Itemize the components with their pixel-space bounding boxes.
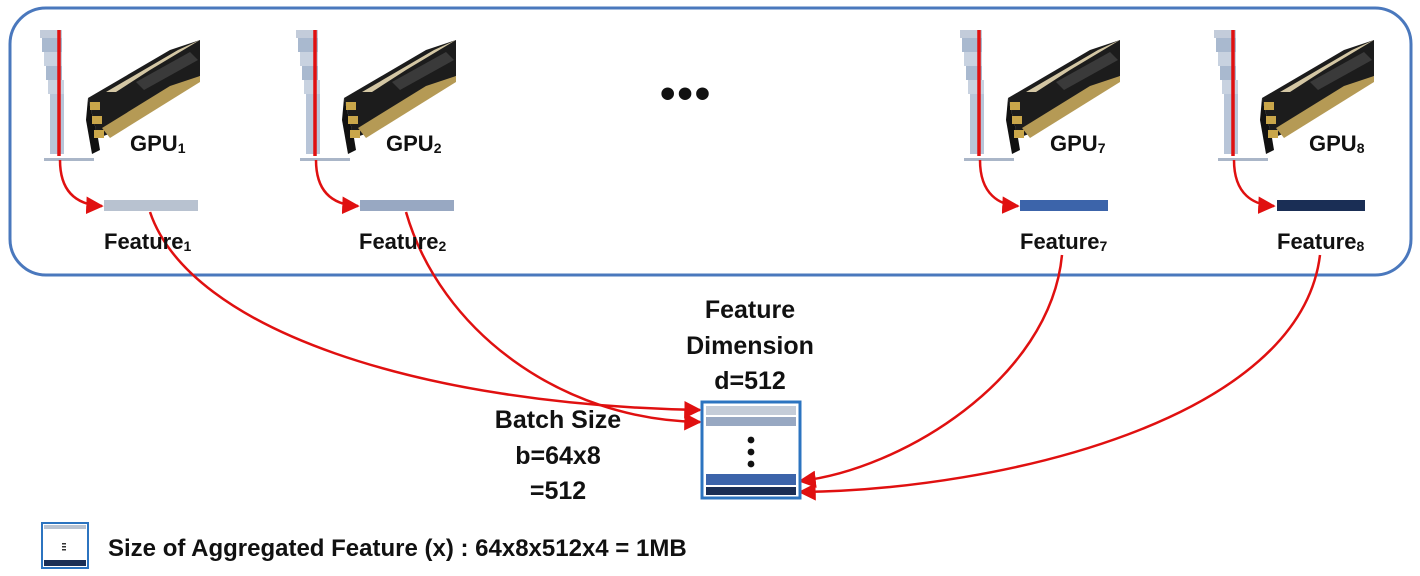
gpu-label-main: GPU	[1050, 131, 1098, 156]
feature-label-sub: 7	[1099, 238, 1108, 254]
gpu-label-7: GPU7	[1050, 131, 1106, 156]
feature-label-main: Feature	[104, 229, 184, 254]
feature-bar-7	[1020, 200, 1108, 211]
feature-label-main: Feature	[1277, 229, 1357, 254]
gpu-label-8: GPU8	[1309, 131, 1365, 156]
feature-bar-8	[1277, 200, 1365, 211]
gpu-label-sub: 2	[433, 140, 442, 156]
feature2-to-matrix-arrow	[404, 211, 702, 431]
feature-dimension-line3: d=512	[714, 367, 786, 395]
feature-dimension-line2: Dimension	[686, 331, 814, 360]
feature-label-sub: 8	[1356, 238, 1365, 254]
gpu-label-sub: 8	[1356, 140, 1365, 156]
gpu-label-2: GPU2	[386, 131, 442, 156]
legend-matrix-icon	[41, 522, 89, 569]
legend-text: Size of Aggregated Feature (x) : 64x8x51…	[108, 535, 687, 562]
gpu-label-main: GPU	[130, 131, 178, 156]
gpu-label-main: GPU	[1309, 131, 1357, 156]
gpu-label-sub: 7	[1097, 140, 1106, 156]
feature7-to-matrix-arrow	[798, 254, 1064, 488]
gpu-label-main: GPU	[386, 131, 434, 156]
feature-label-main: Feature	[359, 229, 439, 254]
feature-label-2: Feature2	[359, 229, 447, 254]
feature-label-7: Feature7	[1020, 229, 1108, 254]
feature-dimension-line1: Feature	[704, 296, 796, 324]
feature1-to-matrix-arrow	[148, 211, 702, 419]
gpu-to-feature-arrow	[1232, 159, 1276, 214]
feature-bar-1	[104, 200, 198, 211]
batch-size-line1: Batch Size	[494, 406, 622, 434]
feature-bar-2	[360, 200, 454, 211]
feature-label-8: Feature8	[1277, 229, 1365, 254]
batch-size-line3: =512	[529, 477, 587, 505]
feature8-to-matrix-arrow	[798, 254, 1322, 501]
gpu-to-feature-arrow	[58, 159, 104, 215]
aggregated-feature-matrix-icon	[700, 400, 802, 500]
gpu-label-sub: 1	[177, 140, 186, 156]
gpu-label-1: GPU1	[130, 131, 186, 156]
feature-label-sub: 1	[183, 238, 192, 254]
feature-label-main: Feature	[1020, 229, 1100, 254]
batch-size-label: Batch Size b=64x8 =512	[478, 403, 638, 510]
gpu-ellipsis: •••	[660, 69, 713, 118]
batch-size-line2: b=64x8	[515, 441, 601, 470]
feature-label-1: Feature1	[104, 229, 192, 254]
feature-label-sub: 2	[438, 238, 447, 254]
gpu-to-feature-arrow	[978, 159, 1020, 214]
gpu-cluster-frame	[8, 6, 1413, 277]
gpu-to-feature-arrow	[314, 159, 360, 215]
feature-dimension-label: Feature Dimension d=512	[660, 293, 840, 400]
